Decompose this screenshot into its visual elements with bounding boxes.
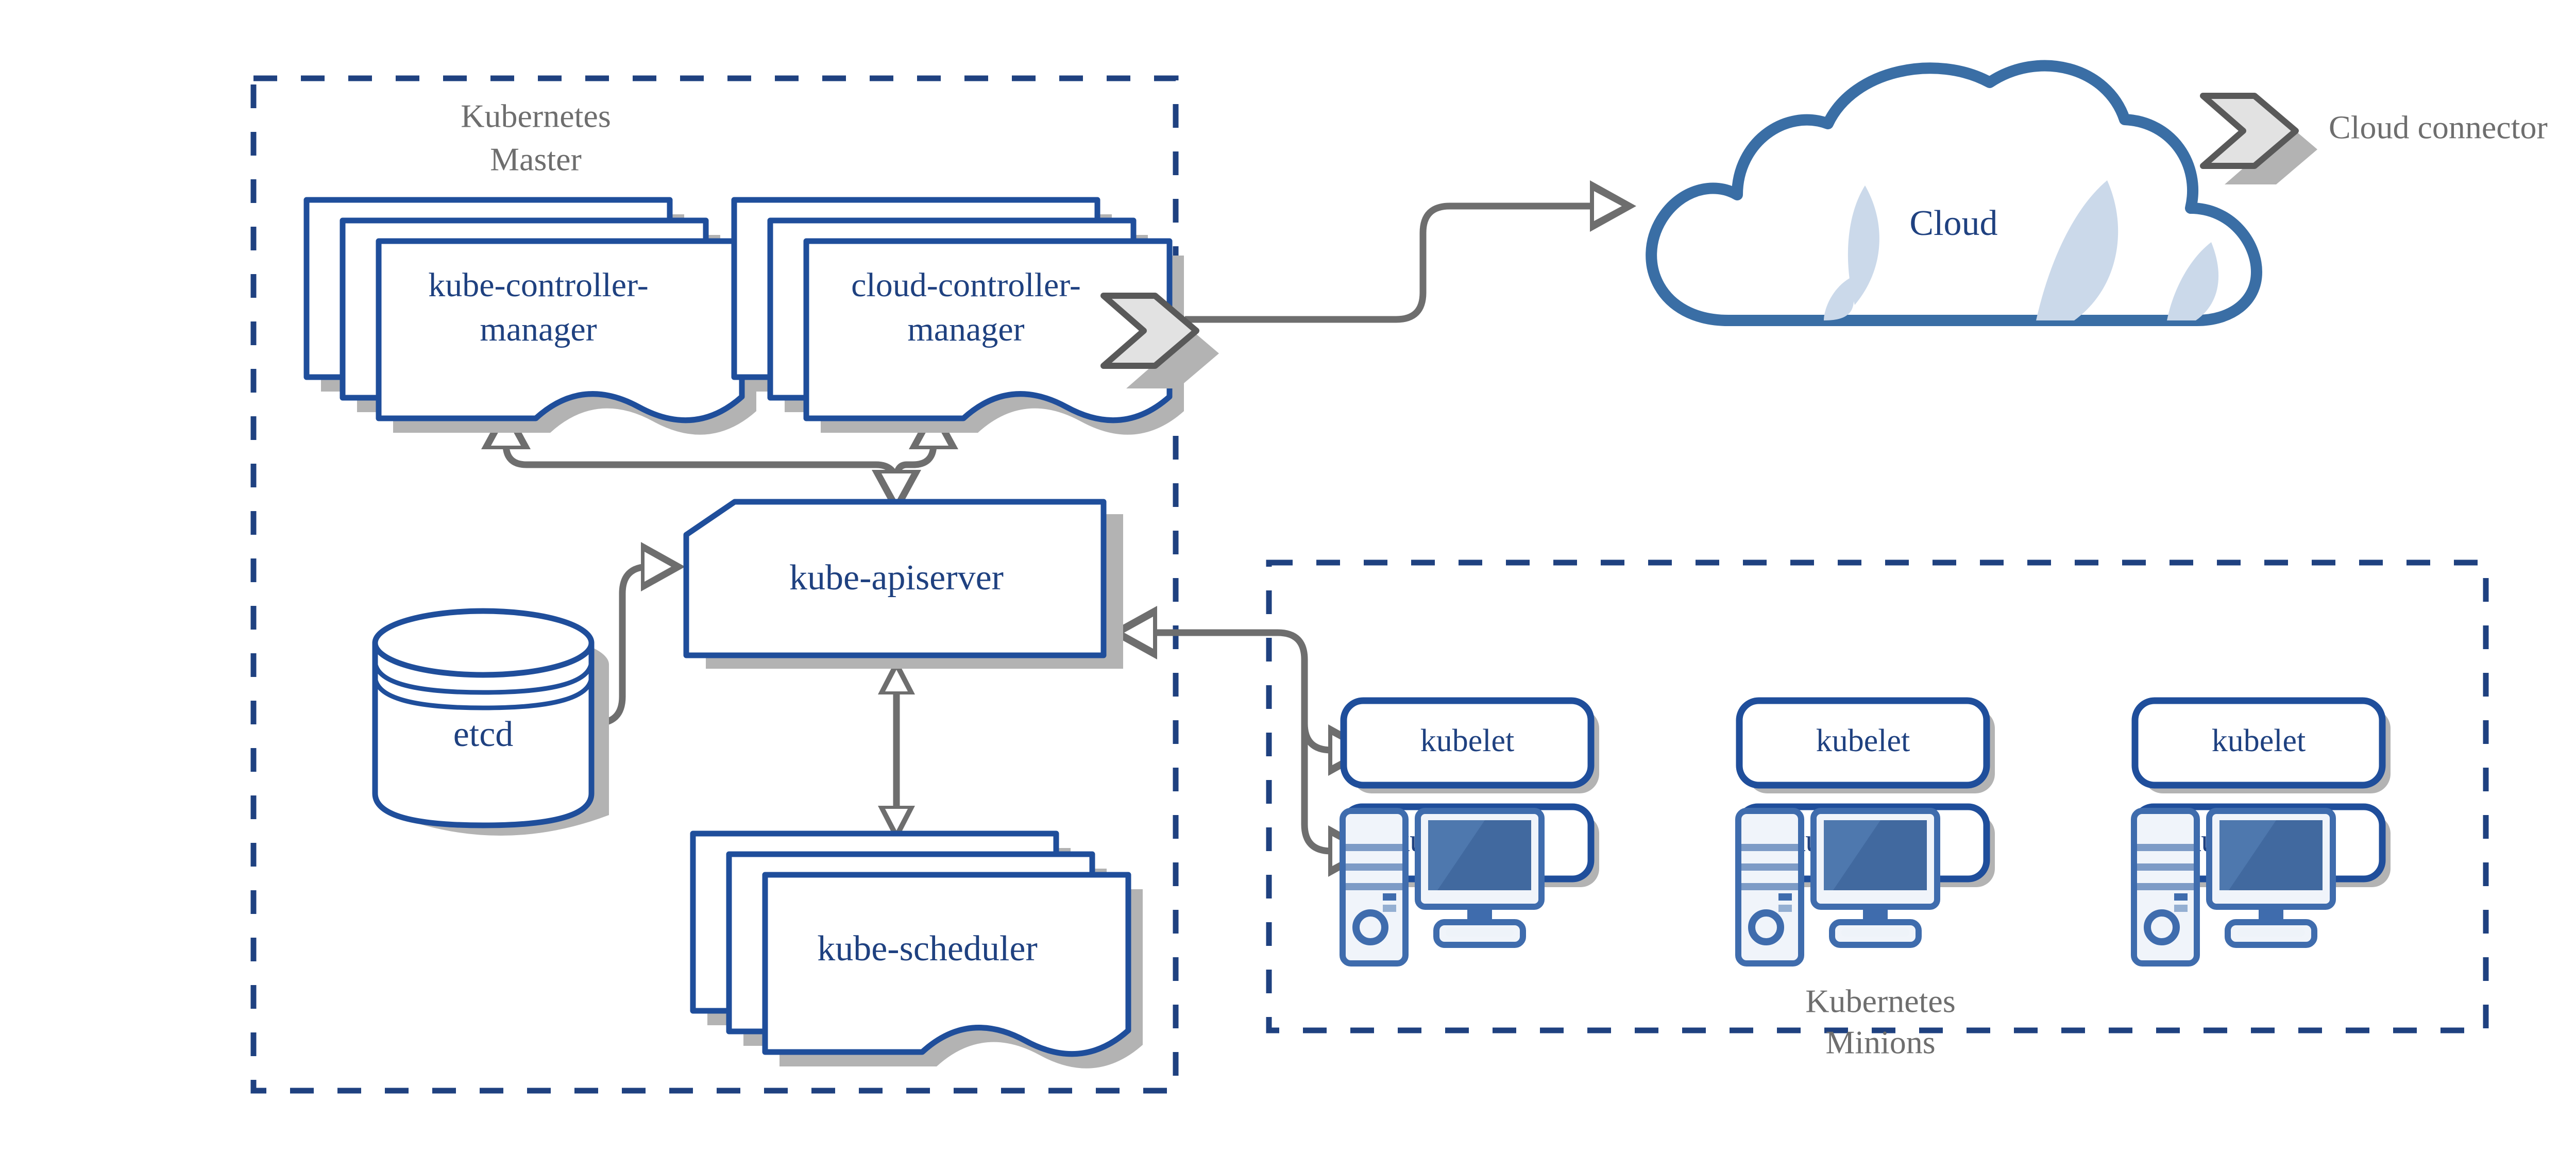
minion-3-desktop-computer-icon	[2131, 808, 2336, 967]
master-group-label: Kubernetes Master	[461, 98, 611, 178]
arrowhead-right-cloud	[1590, 180, 1636, 232]
connector-ccm-to-cloud	[1185, 180, 1636, 323]
node-etcd[interactable]: etcd	[372, 608, 609, 836]
group-minions	[1266, 559, 2489, 1033]
cloud-label: Cloud	[1909, 204, 1997, 243]
minion-1-kubelet-label: kubelet	[1420, 723, 1515, 758]
arrowhead-right-apiserver-left	[641, 542, 685, 591]
master-dashed-border	[250, 75, 1179, 1094]
connector-apiserver-minions	[1109, 606, 1375, 877]
node-minion-3: kubelet kube-proxy	[2131, 697, 2391, 967]
minions-dashed-border	[1266, 559, 2489, 1033]
minion-1-desktop-computer-icon	[1340, 808, 1545, 967]
minions-group-label: Kubernetes Minions	[1805, 983, 1955, 1061]
node-cloud[interactable]: Cloud	[1646, 60, 2262, 326]
node-minion-1: kubelet kube-proxy	[1340, 697, 1599, 967]
legend-cloud-connector-label: Cloud connector	[2329, 109, 2548, 146]
etcd-label: etcd	[453, 715, 514, 754]
kube-apiserver-label: kube-apiserver	[789, 558, 1004, 598]
node-cloud-controller-manager[interactable]: cloud-controller- manager	[731, 197, 1184, 435]
cloud-controller-manager-label-line1: cloud-controller-	[851, 266, 1081, 304]
minion-2-desktop-computer-icon	[1735, 808, 1940, 967]
master-label-line1: Kubernetes	[461, 98, 611, 134]
minion-3-kubelet-label: kubelet	[2212, 723, 2306, 758]
legend-chevron-arrow-icon	[2200, 93, 2299, 169]
kube-controller-manager-label-line1: kube-controller-	[428, 266, 649, 304]
legend-cloud-connector: Cloud connector	[2200, 93, 2548, 184]
minions-label-line2: Minions	[1825, 1024, 1935, 1061]
node-kube-controller-manager[interactable]: kube-controller- manager	[303, 197, 756, 435]
kube-controller-manager-label-line2: manager	[480, 311, 597, 348]
minion-3-kubelet[interactable]: kubelet	[2131, 697, 2391, 793]
node-kube-apiserver[interactable]: kube-apiserver	[683, 499, 1123, 669]
arrowhead-down-apiserver-top	[872, 470, 921, 515]
arrowhead-down-scheduler	[878, 806, 915, 842]
arrowhead-up-apiserver-bottom	[878, 658, 915, 694]
group-master	[250, 75, 1179, 1094]
minion-2-kubelet-label: kubelet	[1816, 723, 1910, 758]
master-label-line2: Master	[490, 141, 582, 178]
minion-2-kubelet[interactable]: kubelet	[1736, 697, 1995, 793]
node-kube-scheduler[interactable]: kube-scheduler	[690, 830, 1143, 1069]
minion-1-kubelet[interactable]: kubelet	[1340, 697, 1599, 793]
minions-label-line1: Kubernetes	[1805, 983, 1955, 1020]
node-minion-2: kubelet kube-proxy	[1735, 697, 1995, 967]
connector-apiserver-scheduler	[878, 658, 915, 842]
cloud-connector-chevron-icon	[1100, 293, 1219, 388]
arrowhead-left-apiserver-right	[1109, 606, 1157, 659]
cloud-controller-manager-label-line2: manager	[907, 311, 1024, 348]
kube-scheduler-label: kube-scheduler	[817, 929, 1038, 969]
